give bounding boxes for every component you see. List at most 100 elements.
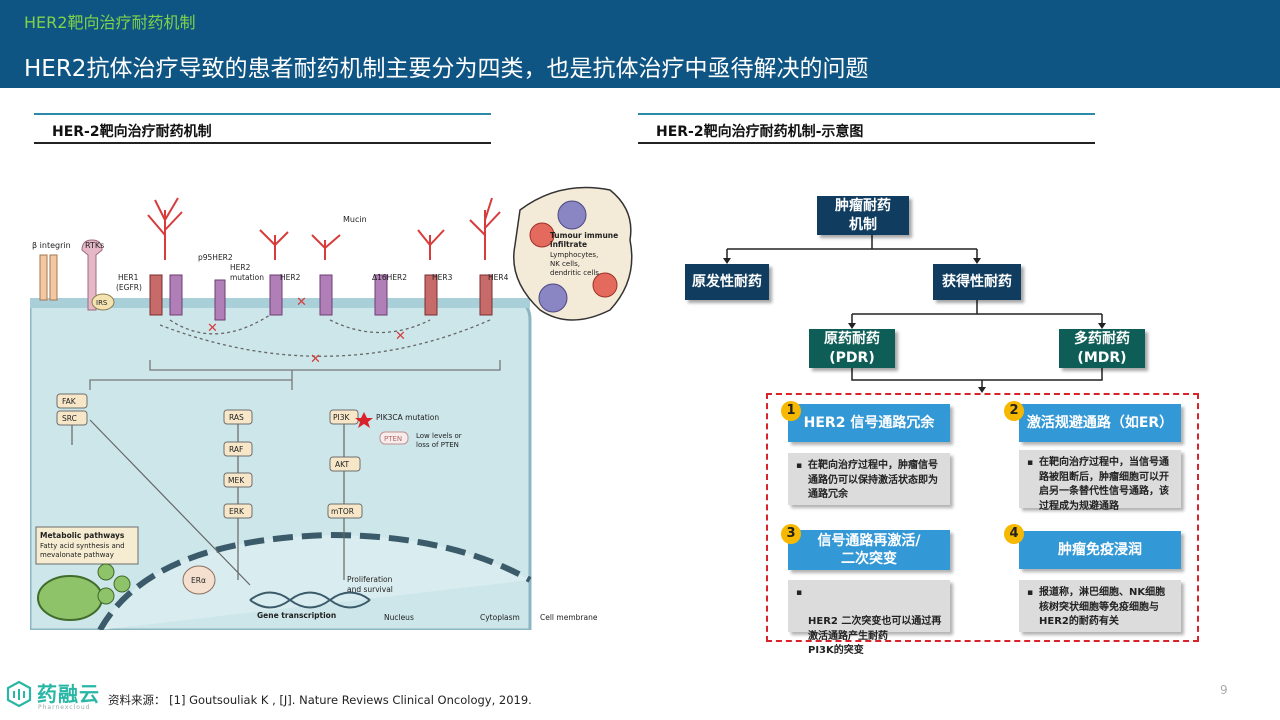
svg-text:✕: ✕	[207, 321, 218, 336]
bullet-icon: ▪	[1027, 458, 1034, 468]
node-primary-resistance: 原发性耐药	[685, 264, 769, 300]
mechanism-3-desc: ▪ HER2 二次突变也可以通过再激活通路产生耐药 PI3K的突变	[788, 580, 950, 656]
rtk-receptor	[81, 239, 103, 311]
her-receptor-row	[149, 274, 493, 321]
resistance-mechanism-figure: ✕ ✕ ✕ ✕ β integrin RTKs HER1 (EGFR) p95H…	[30, 186, 633, 630]
label-cell-membrane: Cell membrane	[540, 613, 598, 622]
page-number: 9	[1220, 683, 1228, 697]
label-rtks: RTKs	[85, 241, 104, 250]
mechanism-2-title: 激活规避通路（如ER）	[1019, 404, 1181, 442]
mucin-branches	[147, 197, 501, 260]
metabolic-box	[35, 526, 139, 565]
label-erk: ERK	[229, 507, 245, 516]
label-pten-note-1: Low levels or	[416, 432, 462, 440]
left-section-title: HER-2靶向治疗耐药机制	[34, 113, 491, 144]
page-headline: HER2抗体治疗导致的患者耐药机制主要分为四类，也是抗体治疗中亟待解决的问题	[24, 56, 869, 82]
label-pten: PTEN	[384, 435, 402, 443]
pik3ca-star	[355, 412, 373, 428]
mechanism-1-desc: ▪ 在靶向治疗过程中，肿瘤信号通路仍可以保持激活状态即为通路冗余	[788, 453, 950, 505]
label-proliferation-2: and survival	[347, 585, 393, 594]
label-raf: RAF	[229, 445, 243, 454]
header-banner: HER2靶向治疗耐药机制 HER2抗体治疗导致的患者耐药机制主要分为四类，也是抗…	[0, 0, 1280, 88]
label-d16her2: Δ16HER2	[372, 273, 407, 282]
label-her1: HER1	[118, 273, 139, 282]
label-cytoplasm: Cytoplasm	[480, 613, 520, 622]
node-tumor-resistance: 肿瘤耐药 机制	[817, 196, 909, 235]
label-pik3ca: PIK3CA mutation	[376, 413, 439, 422]
node-acquired-resistance: 获得性耐药	[933, 264, 1021, 300]
label-egfr: (EGFR)	[116, 283, 142, 292]
pathway-arrows	[71, 419, 345, 586]
block-marks: ✕ ✕ ✕ ✕	[207, 295, 406, 367]
topic-label: HER2靶向治疗耐药机制	[24, 13, 196, 32]
label-metabolic-title: Metabolic pathways	[40, 531, 125, 540]
svg-text:✕: ✕	[310, 352, 321, 367]
mechanism-1-title: HER2 信号通路冗余	[788, 404, 950, 442]
signal-bracket	[89, 360, 501, 390]
immune-cell-1	[557, 200, 587, 230]
label-her2-mutation-1: HER2	[230, 263, 251, 272]
right-section-title: HER-2靶向治疗耐药机制-示意图	[638, 113, 1095, 144]
label-her4: HER4	[488, 273, 509, 282]
node-pdr: 原药耐药 (PDR)	[809, 329, 895, 368]
logo-icon	[6, 680, 32, 708]
company-logo: 药融云 Pharnexcloud	[4, 676, 104, 714]
label-er-alpha: ERα	[191, 576, 206, 585]
mechanism-1-desc-text: 在靶向治疗过程中，肿瘤信号通路仍可以保持激活状态即为通路冗余	[808, 460, 938, 500]
label-her2: HER2	[280, 273, 301, 282]
label-mucin: Mucin	[343, 215, 367, 224]
mechanism-4-badge: 4	[1004, 524, 1024, 544]
label-proliferation-1: Proliferation	[347, 575, 393, 584]
label-mek: MEK	[228, 476, 245, 485]
label-immune-cells-1: Lymphocytes,	[550, 251, 598, 259]
er-alpha-node	[182, 565, 216, 595]
mechanism-3-desc-text: HER2 二次突变也可以通过再激活通路产生耐药 PI3K的突变	[808, 616, 942, 656]
bullet-icon: ▪	[796, 461, 803, 471]
source-citation: 资料来源： [1] Goutsouliak K , [J]. Nature Re…	[108, 693, 532, 707]
mechanism-2-desc-text: 在靶向治疗过程中，当信号通路被阻断后，肿瘤细胞可以开启另一条替代性信号通路，该过…	[1039, 457, 1169, 512]
pten-node	[379, 431, 409, 445]
label-her2-mutation-2: mutation	[230, 273, 264, 282]
label-fak: FAK	[62, 397, 77, 406]
bullet-icon: ▪	[796, 588, 803, 598]
label-immune-title-2: infiltrate	[550, 240, 587, 249]
pathway-nodes	[56, 393, 363, 519]
vesicle-1	[97, 563, 115, 581]
logo-name: 药融云	[37, 682, 100, 706]
nucleus-membrane	[97, 531, 532, 630]
dna-helix	[249, 591, 371, 609]
mechanism-1-badge: 1	[781, 401, 801, 421]
immune-cell-3	[592, 272, 618, 298]
vesicle-3	[97, 587, 115, 605]
node-mdr: 多药耐药 (MDR)	[1059, 329, 1145, 368]
label-src: SRC	[62, 414, 77, 423]
label-her3: HER3	[432, 273, 453, 282]
logo-subtitle: Pharnexcloud	[38, 704, 91, 711]
mechanism-2-desc: ▪ 在靶向治疗过程中，当信号通路被阻断后，肿瘤细胞可以开启另一条替代性信号通路，…	[1019, 450, 1181, 512]
label-immune-title-1: Tumour immune	[550, 231, 618, 240]
label-akt: AKT	[335, 460, 349, 469]
immune-cell-2	[529, 222, 555, 248]
svg-text:✕: ✕	[296, 295, 307, 310]
irs-node	[91, 293, 115, 311]
mechanism-2-badge: 2	[1004, 401, 1024, 421]
dimer-arcs	[159, 314, 491, 357]
label-metabolic-body-2: mevalonate pathway	[40, 551, 114, 559]
bullet-icon: ▪	[1027, 588, 1034, 598]
mechanism-4-desc: ▪ 报道称，淋巴细胞、NK细胞核树突状细胞等免疫细胞与HER2的耐药有关	[1019, 580, 1181, 632]
label-metabolic-body-1: Fatty acid synthesis and	[40, 542, 125, 550]
mechanism-3-badge: 3	[781, 524, 801, 544]
immune-cell-4	[538, 283, 568, 313]
label-ras: RAS	[229, 413, 244, 422]
vesicle-2	[113, 575, 131, 593]
label-gene-transcription: Gene transcription	[257, 611, 336, 620]
label-p95her2: p95HER2	[198, 253, 233, 262]
acquired-mechanisms-box	[766, 393, 1199, 642]
label-pi3k: PI3K	[333, 413, 351, 422]
mechanism-3-title: 信号通路再激活/ 二次突变	[788, 530, 950, 570]
label-immune-cells-3: dendritic cells	[550, 269, 599, 277]
label-irs: IRS	[96, 299, 108, 307]
mechanism-4-title: 肿瘤免疫浸润	[1019, 531, 1181, 569]
label-nucleus: Nucleus	[384, 613, 414, 622]
label-pten-note-2: loss of PTEN	[416, 441, 459, 449]
